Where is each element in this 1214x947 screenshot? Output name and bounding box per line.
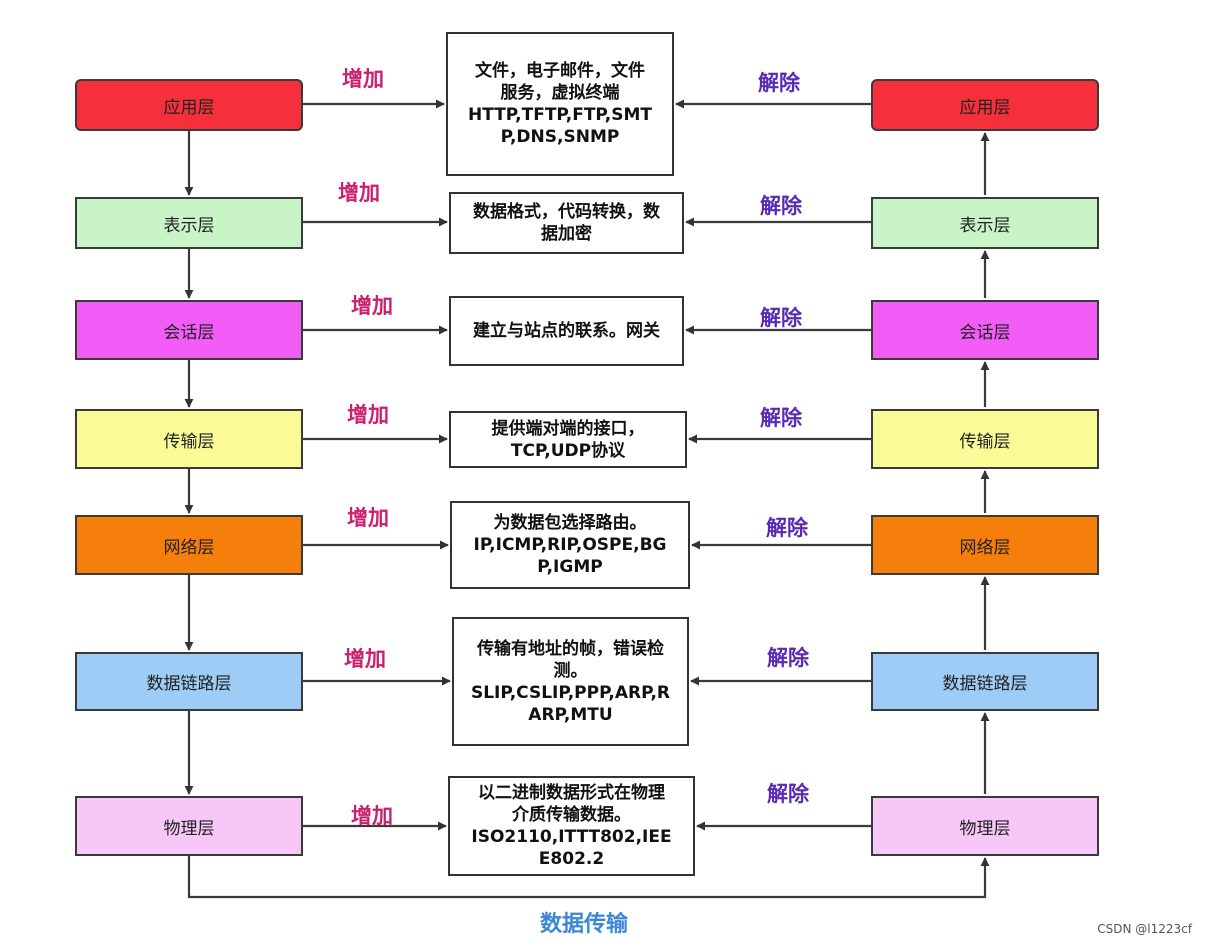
right-layer-datalink: 数据链路层 [871, 652, 1099, 711]
bottom-transfer-arrow [187, 856, 990, 899]
right-layer-network: 网络层 [871, 515, 1099, 575]
right-layer-physical: 物理层 [871, 796, 1099, 856]
remove-label: 解除 [766, 516, 808, 540]
right-layer-app: 应用层 [871, 79, 1099, 131]
left-layer-physical: 物理层 [75, 796, 303, 856]
desc-network-text: 为数据包选择路由。 IP,ICMP,RIP,OSPE,BG P,IGMP [473, 513, 667, 577]
desc-datalink-text: 传输有地址的帧，错误检 测。 SLIP,CSLIP,PPP,ARP,R ARP,… [470, 638, 671, 725]
add-label: 增加 [338, 181, 380, 205]
add-label: 增加 [347, 506, 389, 530]
desc-datalink: 传输有地址的帧，错误检 测。 SLIP,CSLIP,PPP,ARP,R ARP,… [452, 617, 689, 746]
desc-transport-text: 提供端对端的接口， TCP,UDP协议 [491, 418, 645, 461]
desc-session-text: 建立与站点的联系。网关 [473, 321, 660, 341]
desc-app: 文件，电子邮件，文件 服务，虚拟终端 HTTP,TFTP,FTP,SMT P,D… [446, 32, 674, 176]
desc-presentation: 数据格式，代码转换，数 据加密 [449, 192, 684, 254]
left-layer-presentation: 表示层 [75, 197, 303, 249]
remove-label: 解除 [758, 71, 800, 95]
add-label: 增加 [347, 403, 389, 427]
desc-network: 为数据包选择路由。 IP,ICMP,RIP,OSPE,BG P,IGMP [450, 501, 690, 589]
add-label: 增加 [351, 294, 393, 318]
remove-label: 解除 [760, 306, 802, 330]
remove-label: 解除 [760, 194, 802, 218]
left-layer-transport: 传输层 [75, 409, 303, 469]
remove-label: 解除 [760, 406, 802, 430]
left-layer-network: 网络层 [75, 515, 303, 575]
right-layer-presentation: 表示层 [871, 197, 1099, 249]
left-layer-datalink: 数据链路层 [75, 652, 303, 711]
right-layer-session: 会话层 [871, 300, 1099, 360]
desc-session: 建立与站点的联系。网关 [449, 296, 684, 366]
add-label: 增加 [351, 804, 393, 828]
left-layer-app: 应用层 [75, 79, 303, 131]
data-transfer-label: 数据传输 [540, 912, 629, 937]
watermark: CSDN @l1223cf [1097, 922, 1192, 936]
desc-physical: 以二进制数据形式在物理 介质传输数据。 ISO2110,ITTT802,IEE … [448, 776, 695, 876]
add-label: 增加 [344, 647, 386, 671]
add-label: 增加 [342, 67, 384, 91]
remove-label: 解除 [767, 782, 809, 806]
desc-app-text: 文件，电子邮件，文件 服务，虚拟终端 HTTP,TFTP,FTP,SMT P,D… [468, 61, 652, 147]
remove-label: 解除 [767, 646, 809, 670]
left-layer-session: 会话层 [75, 300, 303, 360]
desc-physical-text: 以二进制数据形式在物理 介质传输数据。 ISO2110,ITTT802,IEE … [471, 783, 672, 869]
desc-transport: 提供端对端的接口， TCP,UDP协议 [449, 411, 687, 468]
desc-presentation-text: 数据格式，代码转换，数 据加密 [473, 202, 660, 244]
right-layer-transport: 传输层 [871, 409, 1099, 469]
